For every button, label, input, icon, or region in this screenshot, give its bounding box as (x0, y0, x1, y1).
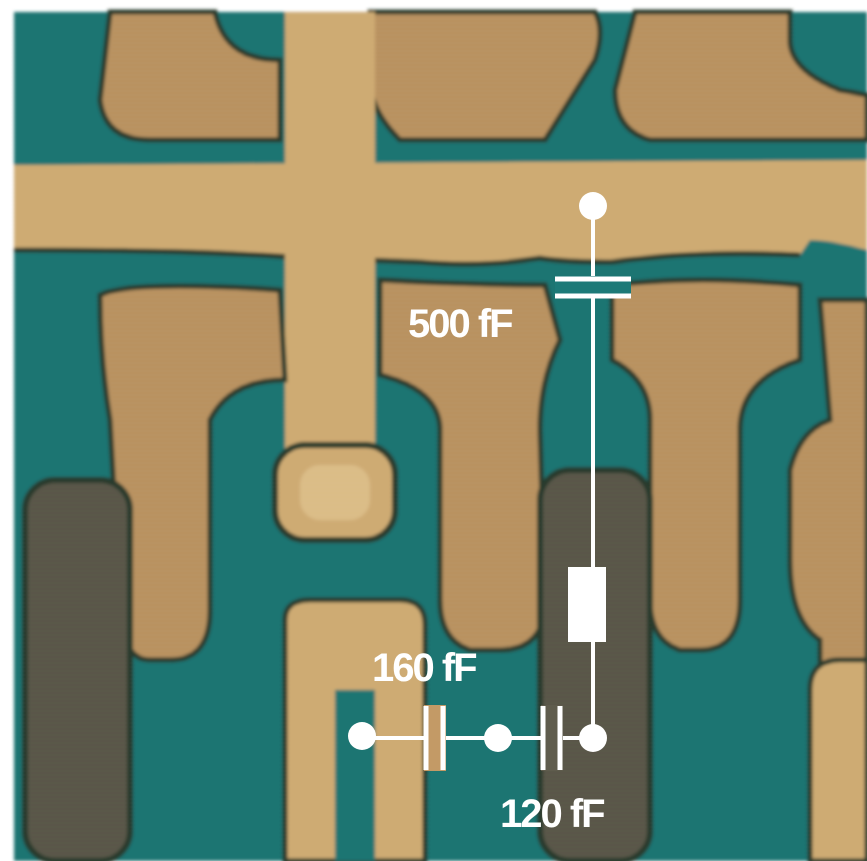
top-node (579, 192, 607, 220)
right-node (579, 724, 607, 752)
resistor-symbol (568, 567, 606, 642)
circuit-overlay: 500 fF 160 fF 120 fF (348, 192, 631, 836)
chip-layout (13, 9, 867, 861)
left-capacitor-symbol (423, 705, 446, 771)
top-capacitor-symbol (555, 276, 631, 299)
capacitor-160ff-label: 160 fF (372, 646, 476, 690)
left-node (348, 722, 376, 750)
capacitor-120ff-label: 120 fF (500, 792, 604, 836)
middle-node (484, 724, 512, 752)
capacitor-500ff-label: 500 fF (408, 302, 512, 346)
right-capacitor-symbol (540, 705, 563, 771)
